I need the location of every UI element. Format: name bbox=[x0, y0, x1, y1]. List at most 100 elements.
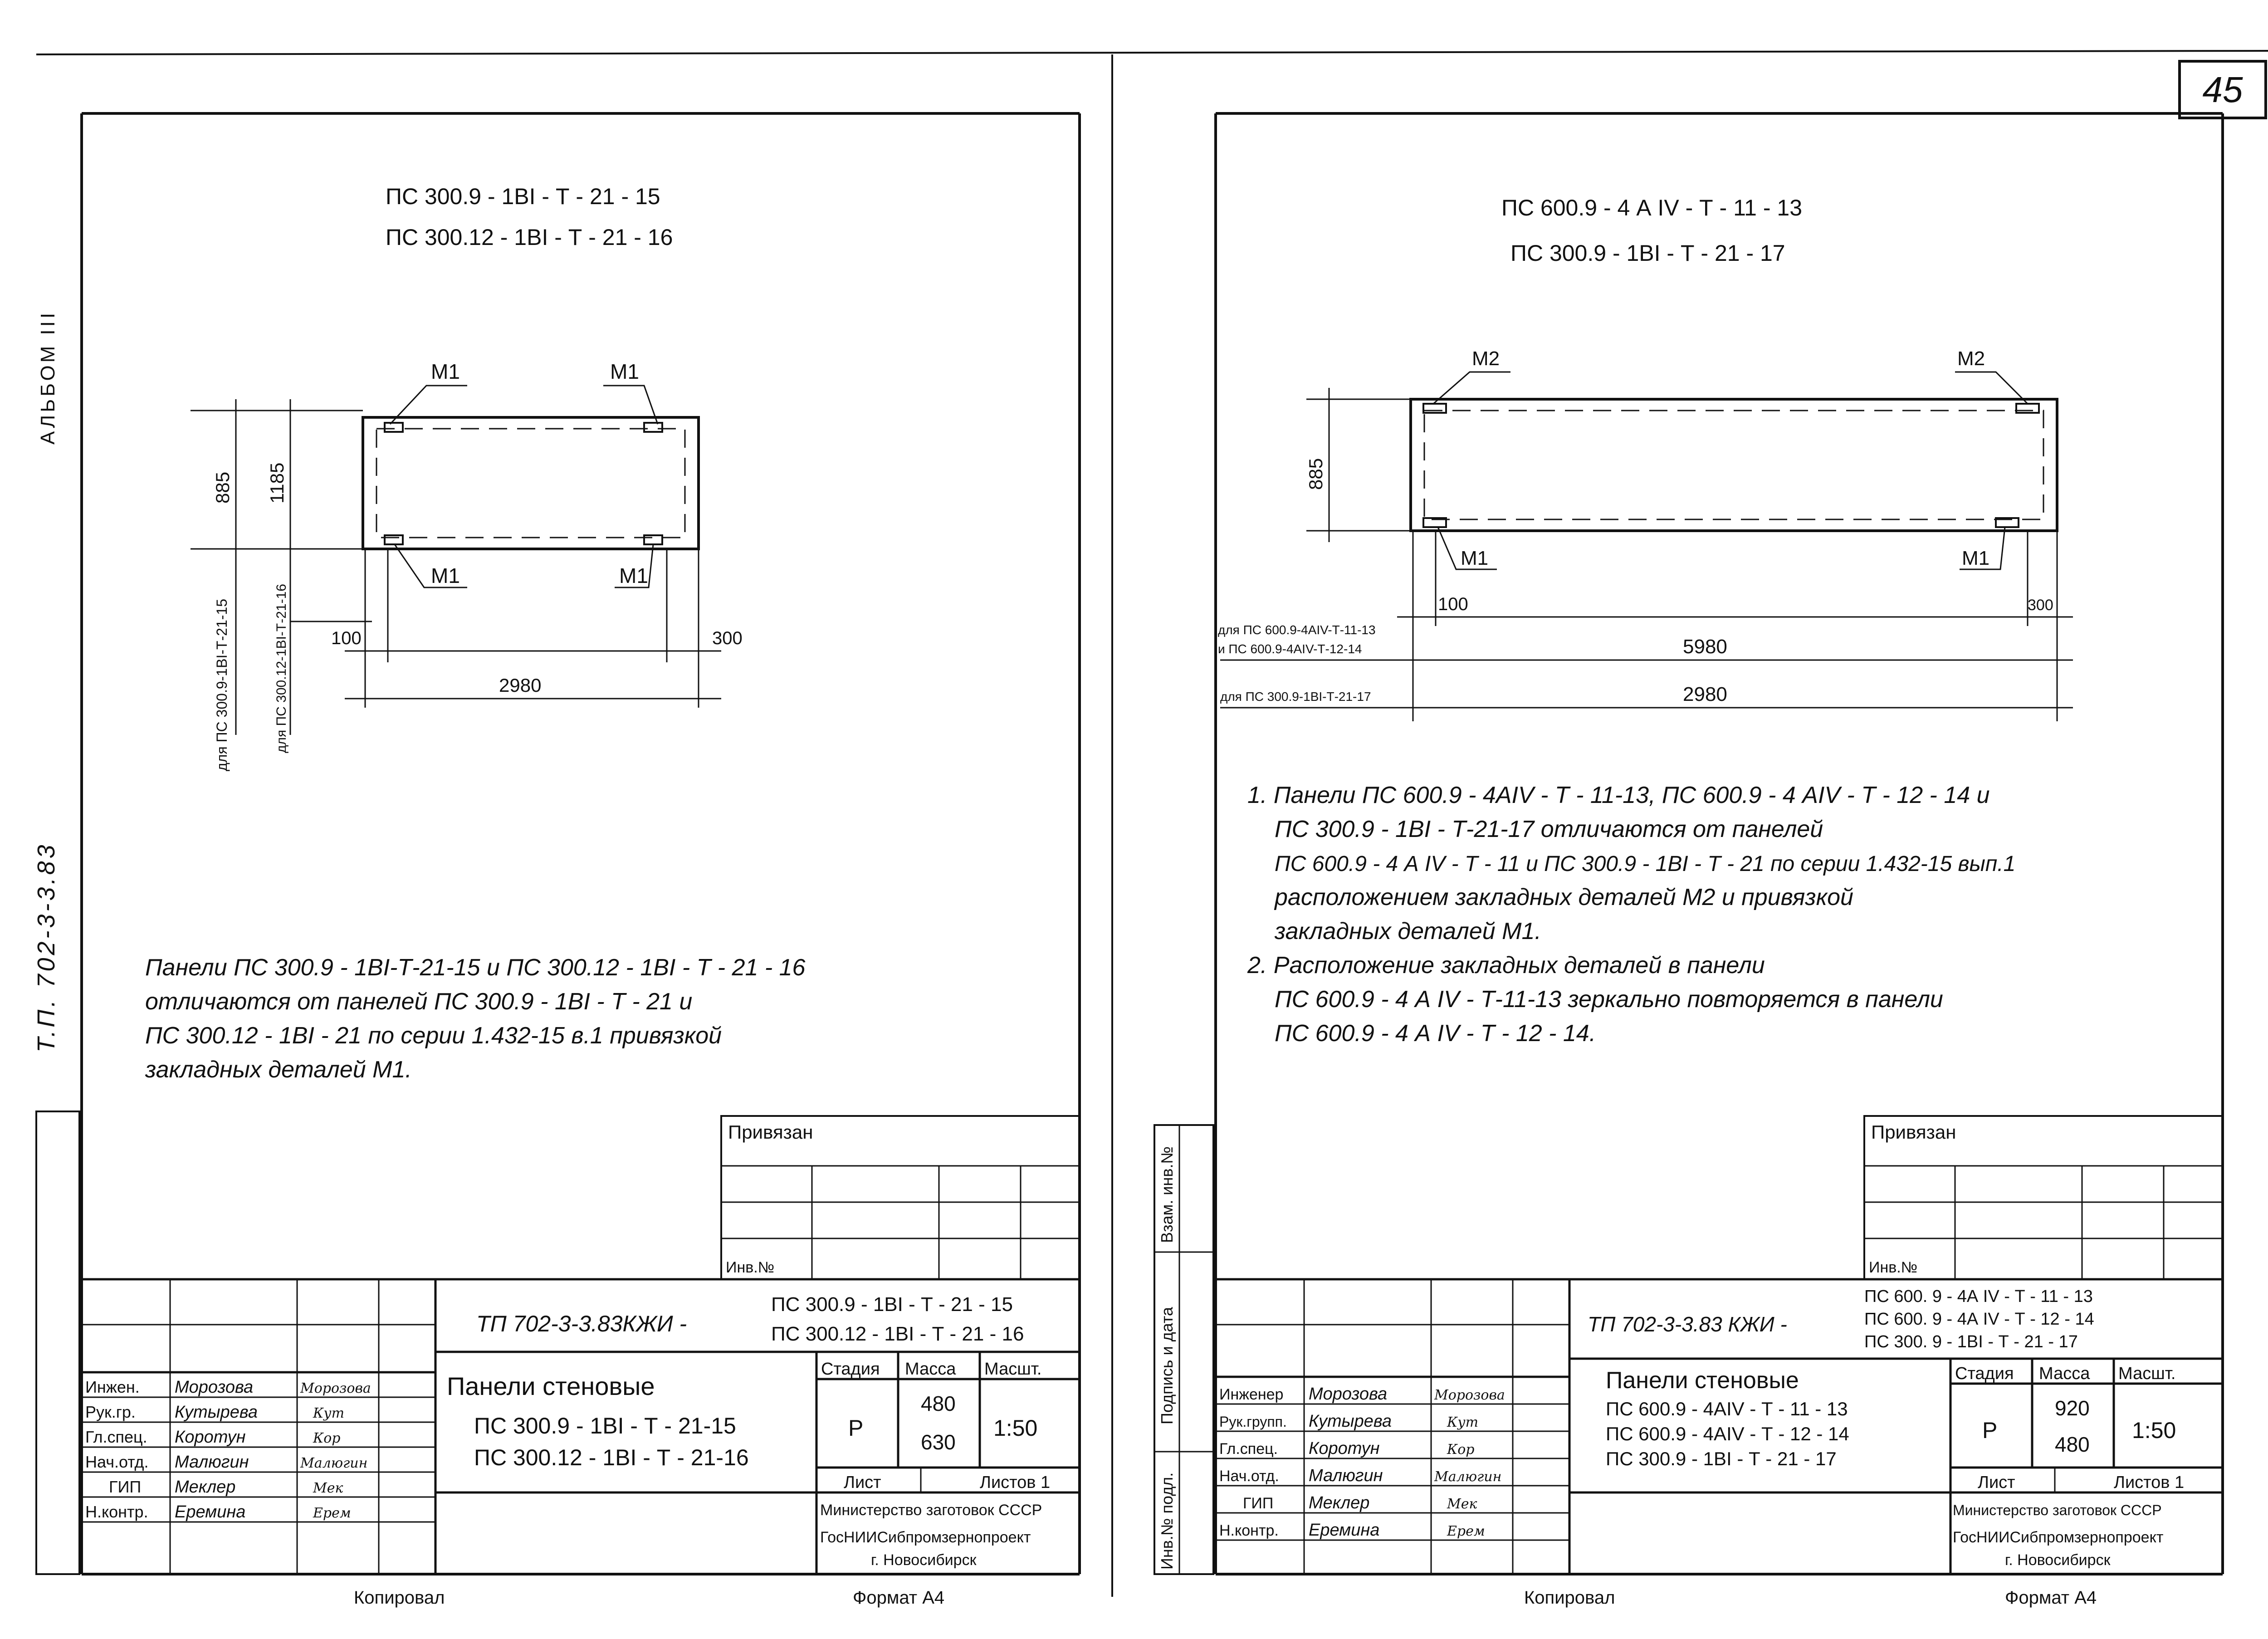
left-format: Формат А4 bbox=[853, 1588, 944, 1608]
left-m1-label-bl: М1 bbox=[431, 564, 460, 587]
right-signer-sig-4: Малюгин bbox=[1434, 1469, 1501, 1485]
right-signer-role-2: Рук.групп. bbox=[1219, 1414, 1287, 1430]
right-m1-leader-left bbox=[1437, 527, 1497, 570]
left-inv-label: Инв.№ bbox=[726, 1259, 774, 1276]
right-stadia-value: Р bbox=[1982, 1418, 1997, 1443]
top-border-line bbox=[36, 50, 2268, 55]
left-note-line-4: закладных деталей М1. bbox=[145, 1057, 412, 1083]
left-signer-sig-1: Морозова bbox=[300, 1380, 371, 1396]
left-signer-name-1: Морозова bbox=[175, 1378, 253, 1397]
right-list-label: Лист bbox=[1978, 1473, 2015, 1492]
left-title-1: ПС 300.9 - 1BI - Т - 21 - 15 bbox=[386, 184, 660, 209]
right-m2-label-right: М2 bbox=[1957, 347, 1985, 370]
left-stadia-value: Р bbox=[848, 1415, 863, 1441]
left-tb-code-r1: ПС 300.9 - 1BI - Т - 21 - 15 bbox=[771, 1293, 1013, 1316]
right-m1-label-right: М1 bbox=[1962, 547, 1989, 569]
right-name-4: ПС 300.9 - 1BI - Т - 21 - 17 bbox=[1606, 1448, 1837, 1469]
left-side-tp: Т.П. 702-3-3.83 bbox=[33, 842, 60, 1052]
left-masht-value: 1:50 bbox=[993, 1415, 1037, 1441]
right-signer-name-4: Малюгин bbox=[1309, 1466, 1383, 1485]
right-format: Формат А4 bbox=[2005, 1588, 2097, 1608]
right-massa-2: 480 bbox=[2055, 1433, 2090, 1456]
left-m1-label-tl: М1 bbox=[431, 360, 460, 383]
left-signer-role-2: Рук.гр. bbox=[85, 1403, 136, 1421]
left-m1-leader-br bbox=[615, 544, 654, 588]
right-note-short: для ПС 300.9-1BI-Т-21-17 bbox=[1220, 690, 1371, 704]
left-note-line-2: отличаются от панелей ПС 300.9 - 1BI - Т… bbox=[145, 988, 692, 1015]
right-org-1: Министерство заготовок СССР bbox=[1953, 1502, 2162, 1518]
right-tb-code: ТП 702-3-3.83 КЖИ - bbox=[1588, 1312, 1787, 1336]
left-signer-name-5: Меклер bbox=[175, 1478, 235, 1497]
left-m1-leader-tl bbox=[389, 385, 467, 425]
right-massa-1: 920 bbox=[2055, 1396, 2090, 1420]
left-dim-300-text: 300 bbox=[712, 628, 743, 648]
right-panel-inner-dashed bbox=[1423, 410, 2044, 520]
right-dim-5980-text: 5980 bbox=[1683, 636, 1727, 658]
right-masht-label: Масшт. bbox=[2118, 1364, 2175, 1383]
right-dim-300-text: 300 bbox=[2028, 597, 2053, 614]
right-listov-label: Листов 1 bbox=[2114, 1473, 2184, 1492]
right-signer-name-5: Меклер bbox=[1309, 1493, 1369, 1512]
left-signer-name-4: Малюгин bbox=[175, 1453, 249, 1472]
left-m1-label-br: М1 bbox=[619, 564, 648, 587]
left-massa-label: Масса bbox=[905, 1360, 956, 1379]
right-note-line-3: ПС 600.9 - 4 А IV - Т - 11 и ПС 300.9 - … bbox=[1275, 852, 2015, 876]
left-signer-sig-6: Ерем bbox=[313, 1505, 351, 1521]
left-list-label: Лист bbox=[844, 1473, 881, 1492]
right-org-2: ГосНИИСибпромзернопроект bbox=[1953, 1529, 2163, 1546]
right-side-vzam: Взам. инв.№ bbox=[1158, 1146, 1176, 1243]
right-name-3: ПС 600.9 - 4АIV - Т - 12 - 14 bbox=[1606, 1423, 1849, 1444]
right-binding-strip bbox=[1154, 1124, 1214, 1575]
left-note-b: для ПС 300.12-1BI-Т-21-16 bbox=[274, 584, 289, 753]
right-title-2: ПС 300.9 - 1BI - Т - 21 - 17 bbox=[1510, 240, 1785, 266]
left-massa-2: 630 bbox=[921, 1430, 956, 1454]
left-signer-sig-3: Кор bbox=[313, 1430, 340, 1446]
right-embed-m1-left bbox=[1422, 517, 1447, 528]
left-binding-strip bbox=[35, 1111, 80, 1575]
left-note-a: для ПС 300.9-1BI-Т-21-15 bbox=[214, 599, 230, 771]
left-masht-label: Масшт. bbox=[984, 1360, 1041, 1379]
right-signer-role-5: ГИП bbox=[1243, 1495, 1273, 1512]
right-signer-name-3: Коротун bbox=[1309, 1439, 1380, 1458]
right-m1-leader-right bbox=[1960, 527, 2006, 570]
left-dim-1185-text: 1185 bbox=[266, 463, 288, 504]
right-side-sign: Подпись и дата bbox=[1158, 1306, 1176, 1424]
left-m1-label-tr: М1 bbox=[610, 360, 639, 383]
right-dim-100-text: 100 bbox=[1438, 594, 1468, 614]
right-signer-sig-3: Кор bbox=[1447, 1442, 1474, 1458]
right-note-line-1: 1. Панели ПС 600.9 - 4АIV - Т - 11-13, П… bbox=[1247, 782, 1990, 808]
left-org-1: Министерство заготовок СССР bbox=[820, 1502, 1042, 1519]
right-name-2: ПС 600.9 - 4АIV - Т - 11 - 13 bbox=[1606, 1398, 1848, 1419]
right-tb-code-r1: ПС 600. 9 - 4А IV - Т - 11 - 13 bbox=[1864, 1287, 2093, 1306]
right-signer-sig-2: Кут bbox=[1447, 1414, 1478, 1430]
right-inv-label: Инв.№ bbox=[1869, 1259, 1917, 1276]
left-panel-outline bbox=[362, 416, 700, 550]
right-signer-role-6: Н.контр. bbox=[1219, 1522, 1279, 1539]
left-signer-name-6: Еремина bbox=[175, 1502, 245, 1522]
right-massa-label: Масса bbox=[2039, 1364, 2090, 1383]
left-embed-top-right bbox=[643, 422, 663, 433]
left-embed-bottom-left bbox=[384, 534, 404, 545]
left-name-2: ПС 300.9 - 1BI - Т - 21-15 bbox=[474, 1413, 736, 1438]
left-side-album: АЛЬБОМ III bbox=[37, 310, 59, 445]
right-signer-role-1: Инженер bbox=[1219, 1386, 1283, 1403]
right-note-long: для ПС 600.9-4АIV-Т-11-13 bbox=[1218, 623, 1376, 637]
left-dim-2980-text: 2980 bbox=[499, 675, 541, 696]
left-signer-role-4: Нач.отд. bbox=[85, 1453, 149, 1471]
left-stadia-label: Стадия bbox=[821, 1360, 880, 1379]
left-note-line-1: Панели ПС 300.9 - 1BI-Т-21-15 и ПС 300.1… bbox=[145, 954, 806, 981]
left-signer-role-1: Инжен. bbox=[85, 1378, 140, 1396]
right-masht-value: 1:50 bbox=[2132, 1418, 2176, 1443]
right-m1-label-left: М1 bbox=[1461, 547, 1488, 569]
right-signer-name-6: Еремина bbox=[1309, 1521, 1379, 1540]
right-title-1: ПС 600.9 - 4 А IV - Т - 11 - 13 bbox=[1501, 195, 1802, 220]
left-signer-role-3: Гл.спец. bbox=[85, 1428, 147, 1446]
left-m1-leader-bl bbox=[394, 544, 467, 588]
right-tb-code-r2: ПС 600. 9 - 4А IV - Т - 12 - 14 bbox=[1864, 1310, 2094, 1329]
left-tb-code: ТП 702-3-3.83КЖИ - bbox=[476, 1311, 687, 1336]
left-org-3: г. Новосибирск bbox=[871, 1551, 977, 1569]
right-embed-m2-left bbox=[1422, 403, 1447, 414]
left-dim-100-text: 100 bbox=[331, 628, 362, 648]
left-dim-885-text: 885 bbox=[212, 472, 233, 504]
